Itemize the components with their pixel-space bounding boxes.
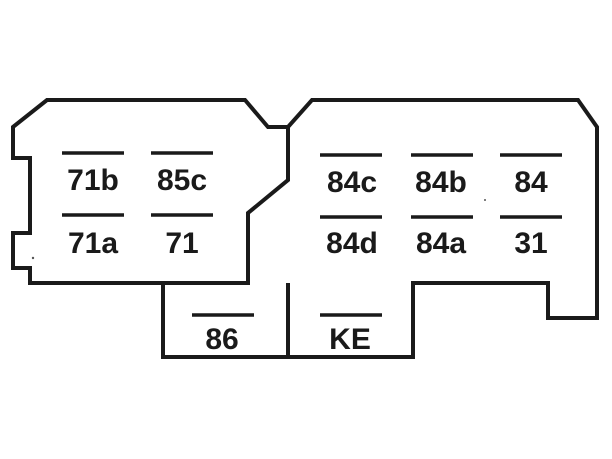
lower-housing-outline bbox=[161, 283, 288, 359]
pin-84c-label: 84c bbox=[327, 166, 377, 199]
scan-speck bbox=[31, 256, 35, 260]
pin-86-label: 86 bbox=[205, 323, 238, 356]
pin-71a-label: 71a bbox=[68, 227, 118, 260]
pin-84a-label: 84a bbox=[416, 227, 466, 260]
scan-speck bbox=[484, 199, 486, 201]
pin-KE-label: KE bbox=[329, 323, 371, 356]
pin-84b-label: 84b bbox=[415, 166, 467, 199]
pin-31-label: 31 bbox=[514, 227, 547, 260]
pin-84-label: 84 bbox=[514, 166, 548, 199]
pin-71-label: 71 bbox=[165, 227, 198, 260]
pin-84d-label: 84d bbox=[326, 227, 378, 260]
left-housing-outline bbox=[11, 98, 290, 285]
pin-85c-label: 85c bbox=[157, 164, 207, 197]
right-housing-outline bbox=[286, 98, 599, 359]
pin-71b-label: 71b bbox=[67, 164, 119, 197]
